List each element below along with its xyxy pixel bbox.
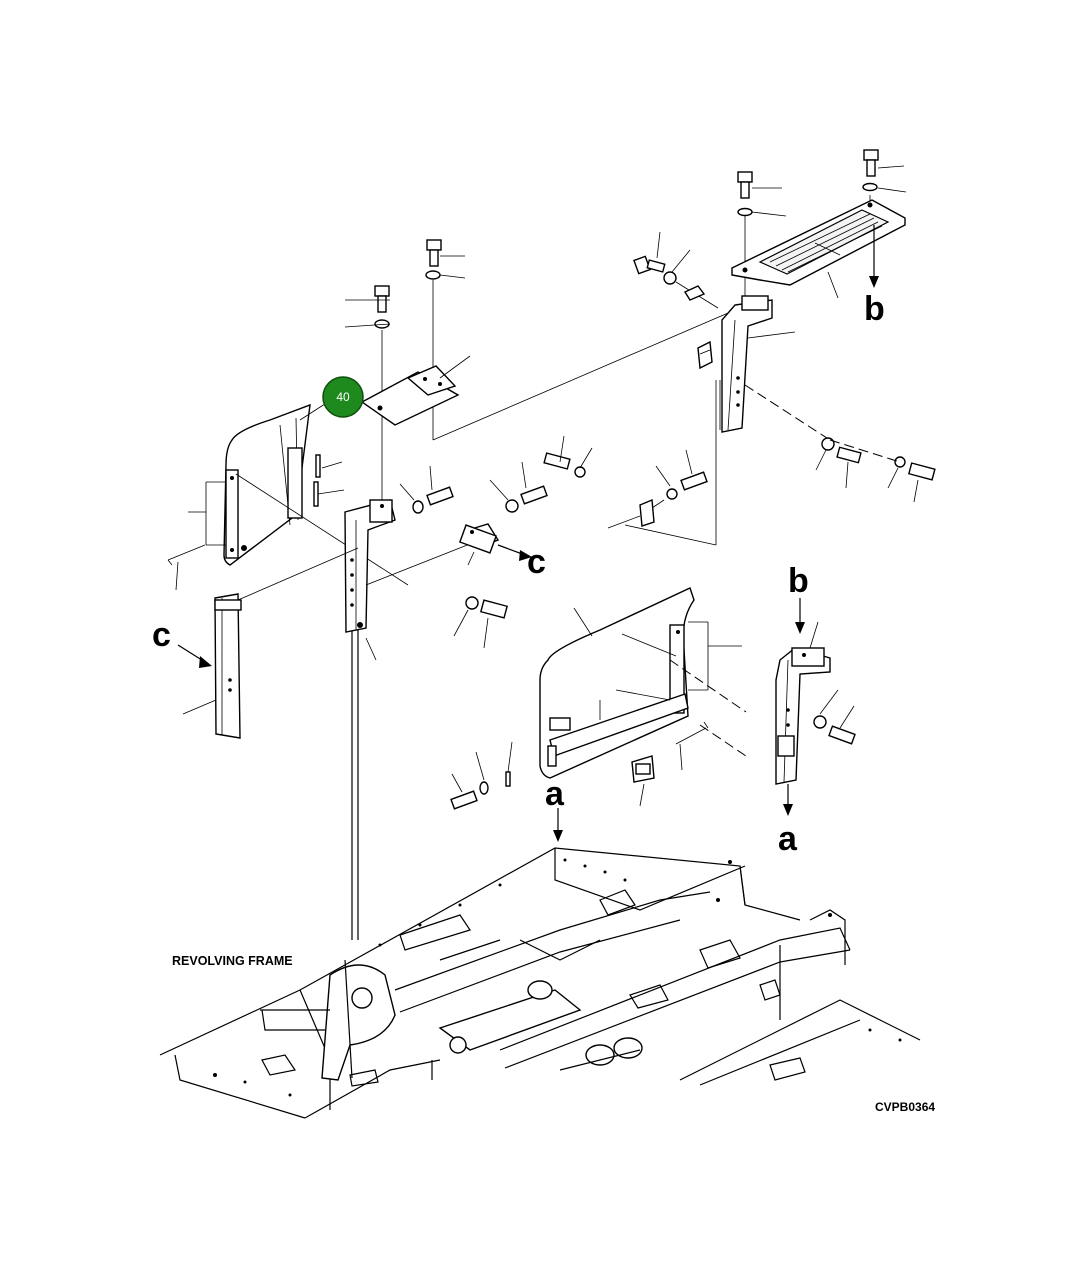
arrow-a-middle: a bbox=[545, 775, 565, 842]
callout-40-circle[interactable] bbox=[322, 376, 364, 418]
callout-40-number: 40 bbox=[336, 390, 350, 404]
reference-letter-c-left: c bbox=[152, 616, 171, 654]
bolts-mid-row bbox=[399, 435, 708, 514]
left-cover-panel bbox=[167, 403, 409, 591]
bolts-right-mid bbox=[815, 437, 936, 503]
drawing-code: CVPB0364 bbox=[875, 1100, 935, 1114]
bolt-middle-lower bbox=[453, 596, 509, 649]
bolt-top-2 bbox=[425, 239, 466, 280]
left-lower-column: c bbox=[152, 547, 359, 739]
bolt-top-1 bbox=[344, 285, 391, 329]
revolving-frame-label: REVOLVING FRAME bbox=[172, 954, 293, 968]
center-right-panel bbox=[539, 587, 747, 807]
latch-bracket: c bbox=[458, 523, 546, 581]
center-guide-lines bbox=[351, 195, 871, 940]
reference-letter-a-middle: a bbox=[545, 775, 565, 813]
upper-middle-plate bbox=[360, 355, 471, 426]
bolt-nut-upper-right bbox=[633, 231, 831, 441]
upper-right-step-plate bbox=[731, 199, 906, 299]
reference-letter-c-middle: c bbox=[527, 543, 546, 581]
bolt-top-3 bbox=[737, 171, 787, 217]
arrow-b-top: b bbox=[864, 225, 885, 328]
middle-left-bracket bbox=[344, 499, 481, 661]
bolt-top-4 bbox=[862, 149, 907, 193]
hook-clip bbox=[607, 498, 665, 529]
revolving-frame: REVOLVING FRAME bbox=[159, 847, 921, 1119]
reference-letter-a-right: a bbox=[778, 820, 798, 858]
reference-letter-b-top: b bbox=[864, 290, 885, 328]
callout-40[interactable]: 40 bbox=[299, 376, 364, 421]
reference-letter-b-right: b bbox=[788, 562, 809, 600]
right-lower-bracket: b a bbox=[775, 562, 856, 858]
upper-right-bracket bbox=[697, 295, 796, 433]
bolts-lower-left-panel bbox=[450, 741, 513, 810]
